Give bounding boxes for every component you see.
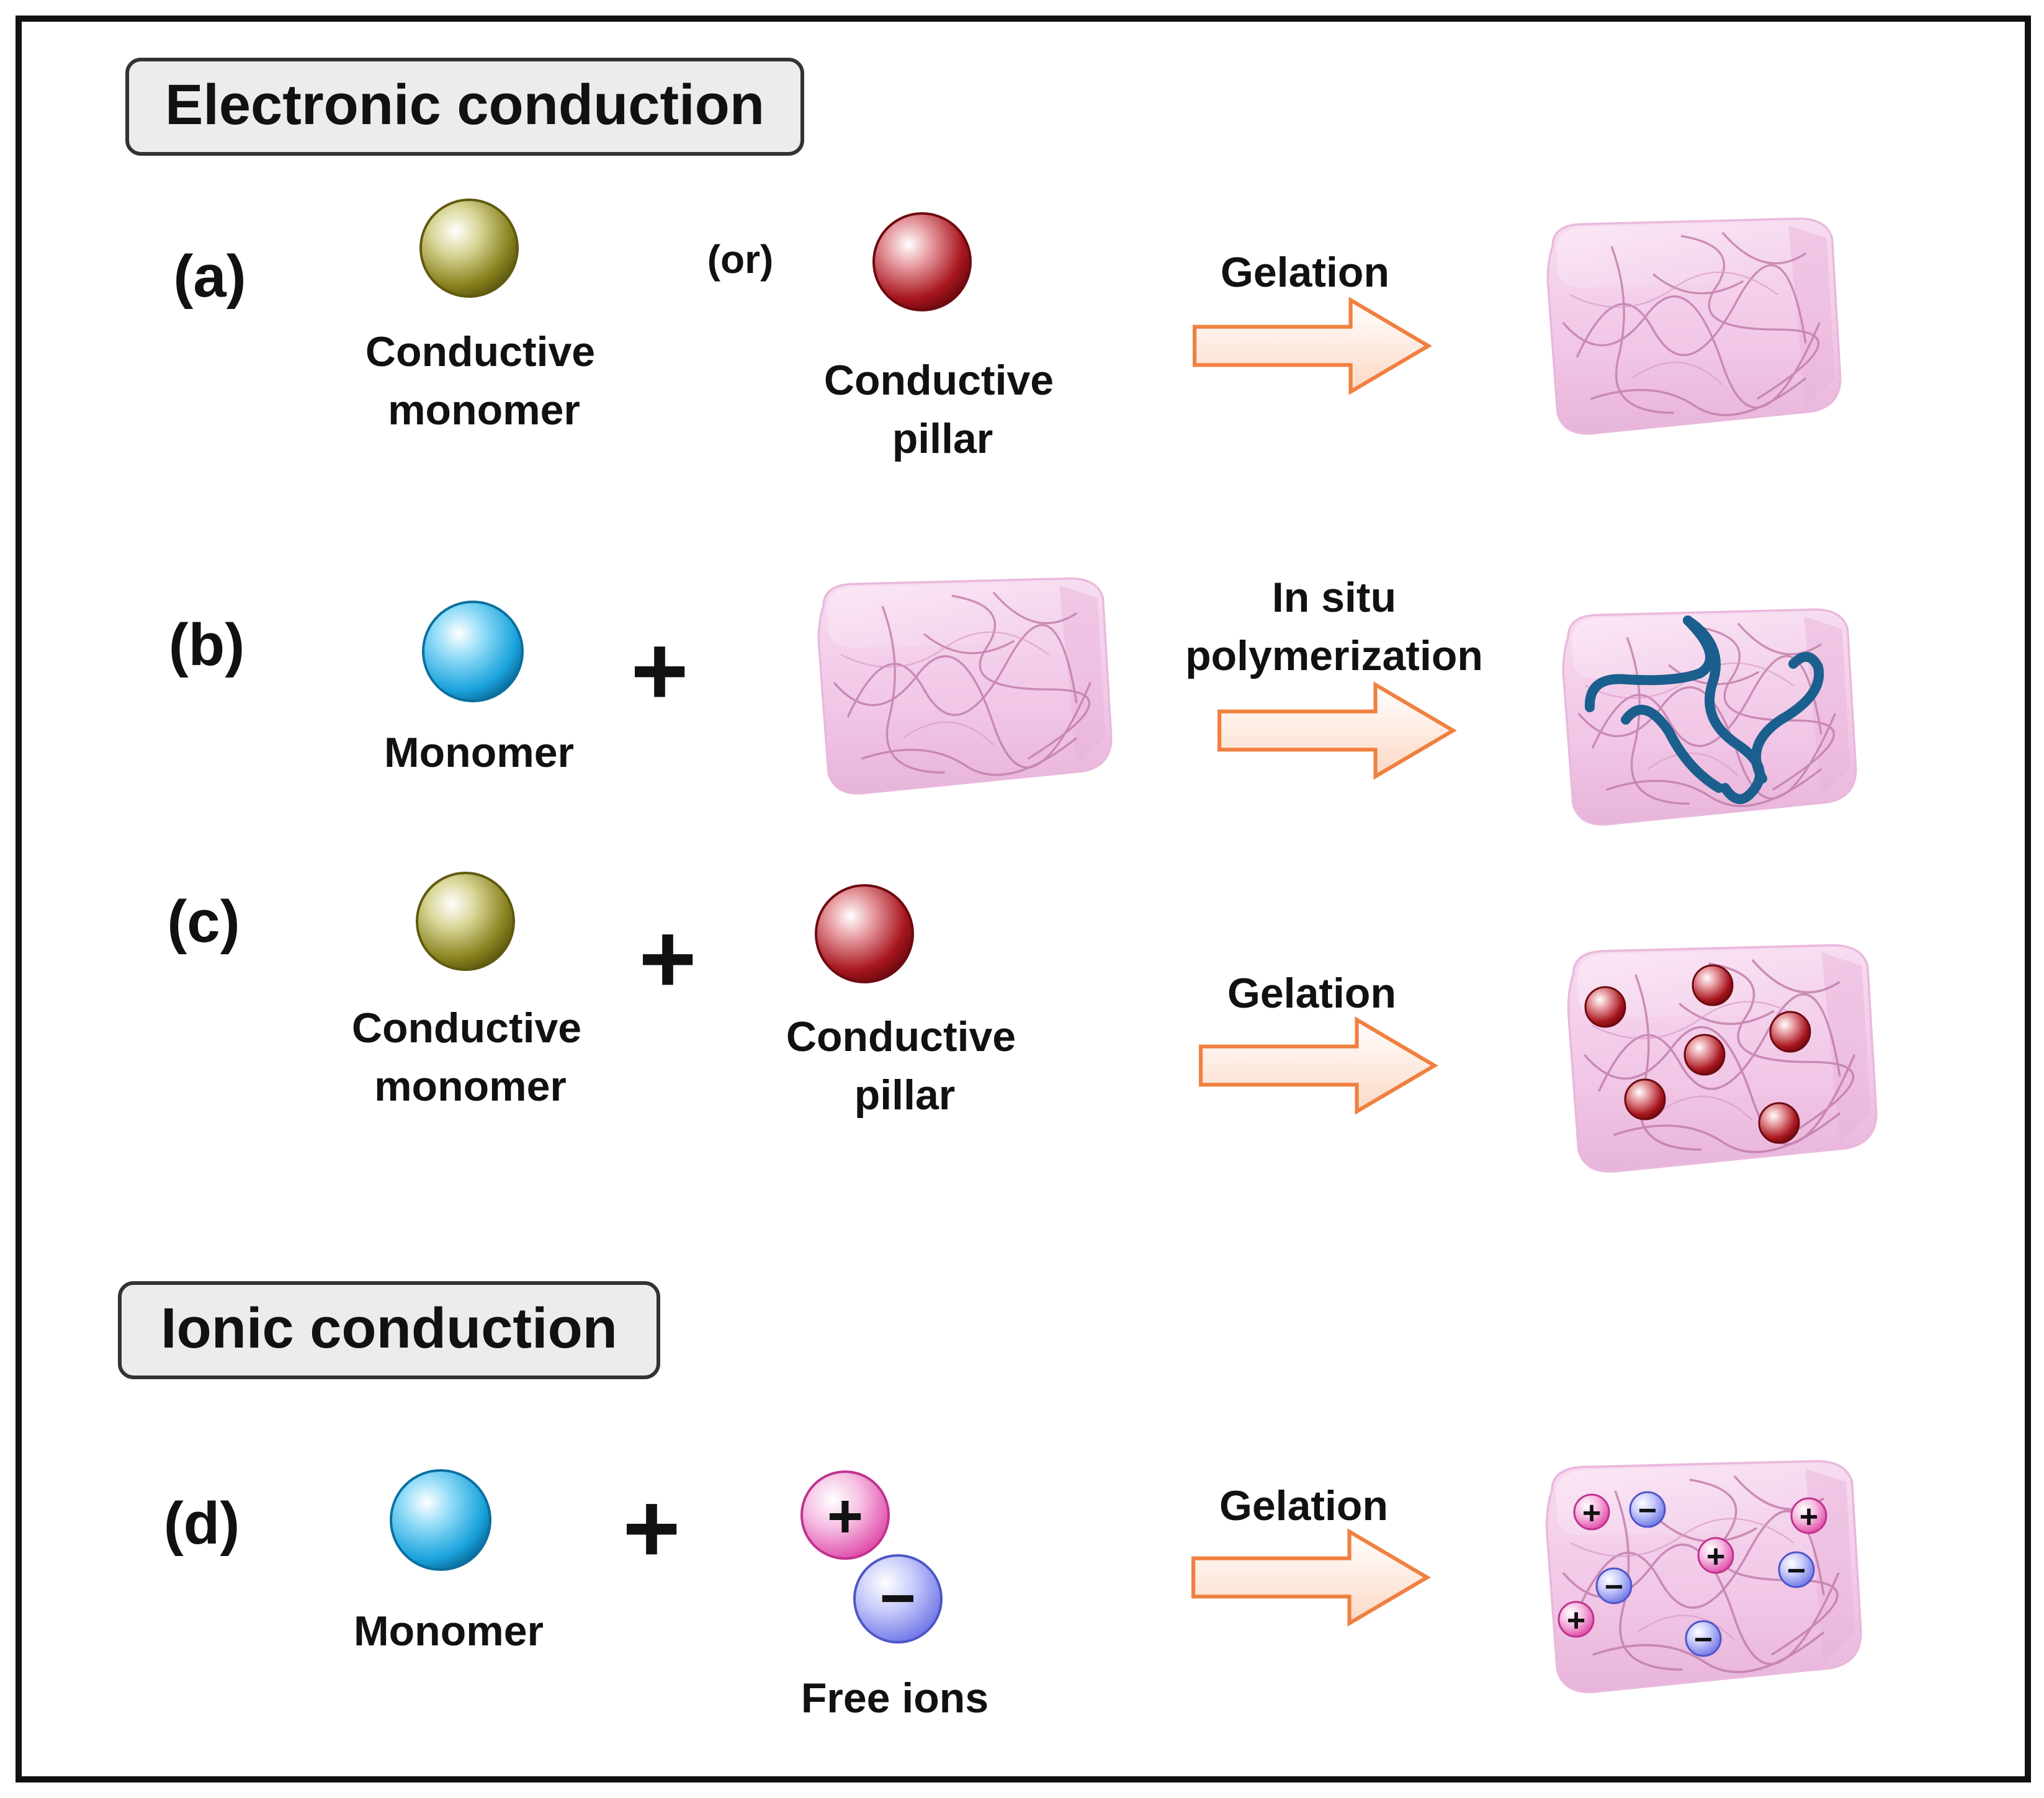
panel-c: (c) Conductive monomer + Conductive pill… — [167, 872, 1878, 1173]
panel-a: (a) Conductive monomer (or) Conductive p… — [173, 199, 1842, 462]
panel-c-arrow-label: Gelation — [1227, 970, 1396, 1017]
panel-b-item1: Monomer — [384, 729, 574, 776]
panel-d-arrow-label: Gelation — [1219, 1482, 1388, 1529]
panel-d-item2: Free ions — [801, 1675, 988, 1722]
conductive-monomer-sphere-icon — [416, 872, 515, 971]
panel-b-gel-input-icon — [817, 577, 1113, 795]
svg-text:+: + — [1582, 1495, 1601, 1531]
monomer-sphere-icon — [390, 1469, 491, 1571]
panel-c-item2-line2: pillar — [854, 1071, 956, 1119]
panel-c-item1-line2: monomer — [374, 1063, 567, 1110]
svg-text:+: + — [1706, 1539, 1725, 1575]
panel-d-item1: Monomer — [354, 1608, 544, 1655]
electronic-header-box — [125, 58, 804, 156]
svg-text:+: + — [1567, 1603, 1585, 1639]
anion-icon — [853, 1554, 943, 1644]
panel-a-tag: (a) — [173, 243, 246, 310]
electronic-conduction-header: Electronic conduction — [125, 58, 804, 156]
conductive-monomer-sphere-icon — [419, 199, 519, 298]
panel-b-arrow-label-line2: polymerization — [1185, 632, 1483, 679]
panel-a-item2-line1: Conductive — [824, 357, 1054, 404]
panel-a-item1-line1: Conductive — [365, 328, 595, 375]
monomer-sphere-icon — [422, 601, 524, 702]
embedded-ions-icon: + − + + − − + − — [1558, 1491, 1827, 1658]
panel-a-gel-icon — [1546, 217, 1842, 435]
svg-text:−: − — [1605, 1569, 1623, 1605]
panel-d: (d) Monomer + + − Free ions Gelation + −… — [164, 1460, 1862, 1722]
panel-b-tag: (b) — [169, 612, 245, 678]
panel-c-tag: (c) — [167, 888, 240, 955]
panel-c-item2-line1: Conductive — [786, 1013, 1016, 1060]
conductive-pillar-sphere-icon — [872, 212, 972, 311]
panel-a-item2-line2: pillar — [892, 415, 993, 462]
panel-c-item1-line1: Conductive — [352, 1004, 581, 1052]
panel-a-item1-line2: monomer — [388, 387, 580, 434]
svg-text:+: + — [1800, 1499, 1818, 1535]
polymer-chains-icon — [1584, 615, 1824, 804]
conductive-pillar-sphere-icon — [815, 884, 914, 983]
svg-text:−: − — [1694, 1622, 1713, 1658]
svg-text:−: − — [1638, 1493, 1657, 1529]
ionic-header-box — [118, 1281, 660, 1379]
panel-d-tag: (d) — [164, 1490, 240, 1557]
cation-sign: + — [827, 1482, 863, 1551]
electronic-header-text: Electronic conduction — [165, 73, 764, 136]
or-text: (or) — [707, 237, 774, 282]
ionic-conduction-header: Ionic conduction — [118, 1281, 660, 1379]
panel-d-plus: + — [622, 1472, 680, 1583]
free-ions-icon: + − — [800, 1470, 943, 1644]
panel-a-arrow-label: Gelation — [1221, 249, 1389, 296]
panel-b-arrow-label-line1: In situ — [1272, 574, 1396, 621]
svg-text:−: − — [1787, 1553, 1806, 1589]
ionic-header-text: Ionic conduction — [161, 1297, 617, 1360]
embedded-pillar-spheres-icon — [1584, 964, 1811, 1144]
cation-icon — [800, 1470, 890, 1560]
panel-b-plus: + — [630, 615, 688, 726]
panel-c-plus: + — [639, 903, 696, 1014]
anion-sign: − — [880, 1563, 916, 1633]
panel-b: (b) Monomer + In situ polymerization — [169, 574, 1857, 826]
